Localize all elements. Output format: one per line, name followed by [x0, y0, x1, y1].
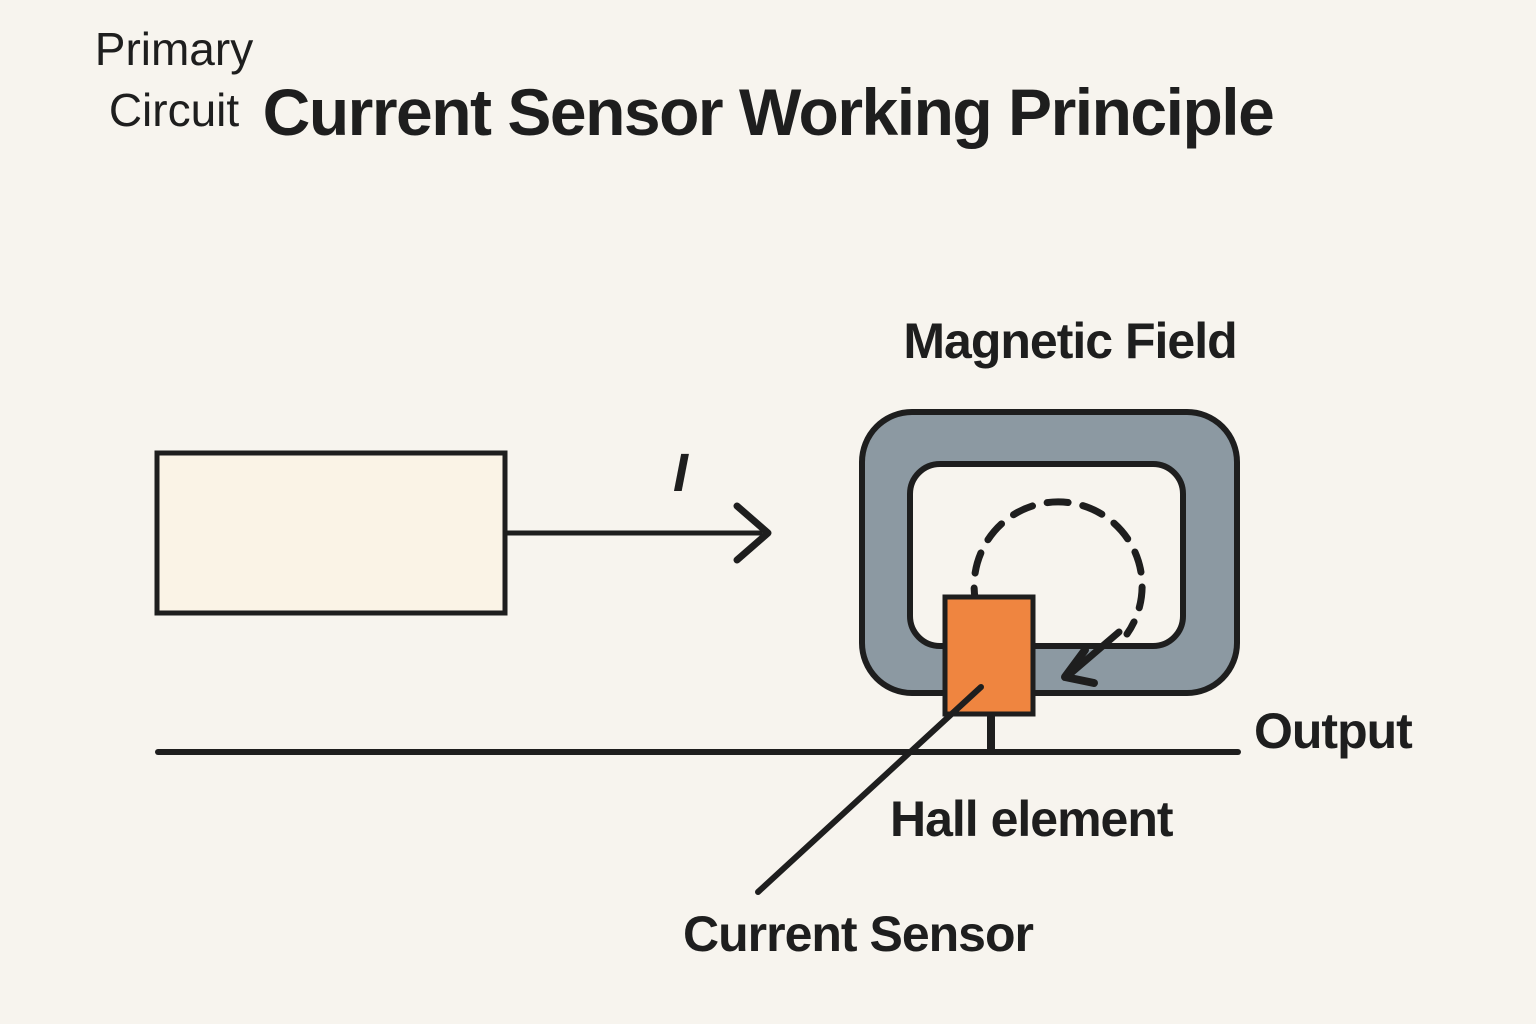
output-label: Output: [1254, 703, 1413, 759]
primary-circuit-label-line2: Circuit: [108, 84, 240, 136]
magnetic-field-label: Magnetic Field: [903, 313, 1237, 369]
sensor-pointer-line: [755, 684, 984, 895]
primary-circuit-box: [154, 450, 508, 616]
field-arrow-shaft: [1066, 628, 1123, 678]
page-title: Current Sensor Working Principle: [262, 75, 1275, 149]
field-arrow-head-icon: [1061, 646, 1098, 687]
hall-element-rect: [942, 594, 1036, 717]
current-sensor-label: Current Sensor: [683, 906, 1034, 962]
magnetic-field-circulation-icon: [970, 498, 1146, 687]
current-symbol-label: I: [672, 443, 688, 503]
hall-element-label: Hall element: [890, 791, 1174, 847]
current-arrow-head-icon: [733, 502, 772, 564]
field-dashed-circle: [970, 498, 1146, 666]
current-arrow-icon: [504, 502, 772, 564]
primary-circuit-label-line1: Primary: [94, 23, 254, 76]
primary-circuit-label: Primary Circuit: [0, 0, 348, 160]
